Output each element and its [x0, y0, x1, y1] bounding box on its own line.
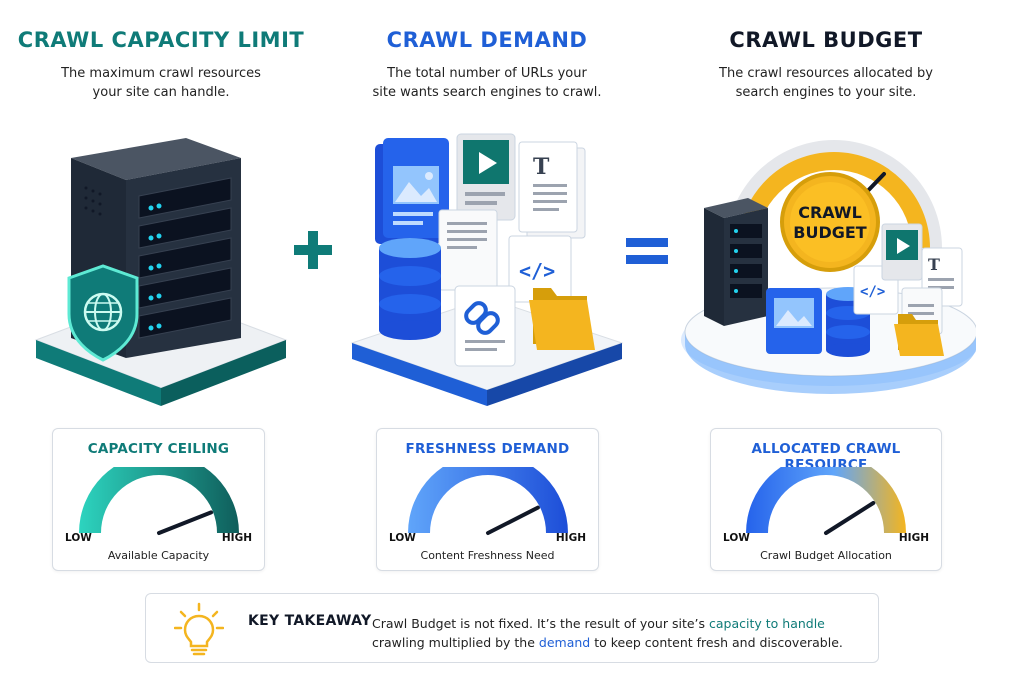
gauge-low-label: LOW: [389, 532, 416, 544]
demand-desc-line-1: The total number of URLs your: [387, 66, 587, 81]
freshness-gauge-title: FRESHNESS DEMAND: [405, 441, 570, 457]
capacity-title: CRAWL CAPACITY LIMIT: [17, 28, 305, 52]
gauge-needle: [156, 510, 213, 535]
svg-text:</>: </>: [860, 284, 885, 300]
gauge-arc: [78, 467, 239, 533]
budget-desc-line-2: search engines to your site.: [735, 85, 917, 100]
gauge-caption: Content Freshness Need: [420, 549, 555, 562]
video-doc-icon: [881, 223, 923, 281]
gauge-caption: Available Capacity: [107, 549, 210, 562]
gauge-arc: [746, 467, 906, 533]
plus-operator: [294, 231, 332, 269]
link-doc-icon: [454, 285, 516, 367]
server-icon: [704, 198, 768, 326]
capacity-description: The maximum crawl resources your site ca…: [11, 64, 311, 102]
capacity-gauge-card: CAPACITY CEILING LOW HIGH Available Capa…: [52, 428, 265, 571]
video-doc-icon: [456, 133, 516, 221]
demand-title: CRAWL DEMAND: [386, 28, 588, 52]
badge-line-2: BUDGET: [793, 223, 867, 242]
document-icon: [438, 209, 498, 291]
svg-text:T: T: [533, 154, 550, 180]
gauge-needle: [485, 505, 540, 535]
freshness-gauge: [407, 467, 568, 535]
image-doc-icon: [766, 288, 822, 354]
database-icon: [379, 238, 441, 340]
budget-title: CRAWL BUDGET: [729, 28, 923, 52]
budget-illustration: CRAWL BUDGET </>: [681, 140, 976, 394]
shield-globe-icon: [67, 264, 139, 362]
svg-text:</>: </>: [519, 259, 555, 283]
budget-badge: CRAWL BUDGET: [780, 172, 880, 272]
code-doc-icon: </>: [508, 235, 572, 303]
budget-description: The crawl resources allocated by search …: [676, 64, 976, 102]
equals-operator: [626, 238, 668, 264]
badge-line-1: CRAWL: [798, 203, 862, 222]
takeaway-text-1: Crawl Budget is not fixed. It’s the resu…: [372, 616, 709, 631]
allocation-gauge-card: ALLOCATED CRAWL RESOURCE LOW HIGH Crawl …: [710, 428, 942, 571]
text-doc-icon: T: [518, 141, 586, 239]
gauge-needle: [824, 501, 876, 535]
key-takeaway-box: KEY TAKEAWAY Crawl Budget is not fixed. …: [145, 593, 879, 663]
takeaway-highlight-capacity: capacity to handle: [709, 616, 825, 631]
content-illustration: T </>: [350, 133, 624, 406]
gauge-arc: [407, 467, 568, 533]
svg-text:T: T: [928, 255, 940, 274]
server-illustration: [34, 138, 288, 406]
takeaway-highlight-demand: demand: [538, 635, 591, 650]
capacity-gauge-title: CAPACITY CEILING: [87, 441, 230, 457]
gauge-low-label: LOW: [723, 532, 750, 544]
lightbulb-icon: [174, 602, 224, 656]
capacity-desc-line-2: your site can handle.: [92, 85, 230, 100]
budget-desc-line-1: The crawl resources allocated by: [719, 66, 933, 81]
folder-icon: [894, 314, 944, 356]
takeaway-text-3: to keep content fresh and discoverable.: [590, 635, 843, 650]
takeaway-text-2: crawling multiplied by the: [372, 635, 539, 650]
freshness-gauge-card: FRESHNESS DEMAND LOW HIGH Content Freshn…: [376, 428, 599, 571]
gauge-high-label: HIGH: [898, 532, 929, 544]
allocation-gauge: [746, 467, 906, 535]
takeaway-title: KEY TAKEAWAY: [248, 613, 372, 629]
demand-description: The total number of URLs your site wants…: [337, 64, 637, 102]
takeaway-text: Crawl Budget is not fixed. It’s the resu…: [372, 614, 872, 652]
demand-desc-line-2: site wants search engines to crawl.: [372, 85, 602, 100]
gauge-low-label: LOW: [65, 532, 92, 544]
gauge-high-label: HIGH: [221, 532, 252, 544]
image-doc-icon: [375, 138, 449, 244]
gauge-caption: Crawl Budget Allocation: [760, 549, 892, 562]
folder-icon: [529, 288, 595, 350]
capacity-gauge: [78, 467, 239, 535]
capacity-desc-line-1: The maximum crawl resources: [61, 66, 261, 81]
gauge-high-label: HIGH: [555, 532, 586, 544]
